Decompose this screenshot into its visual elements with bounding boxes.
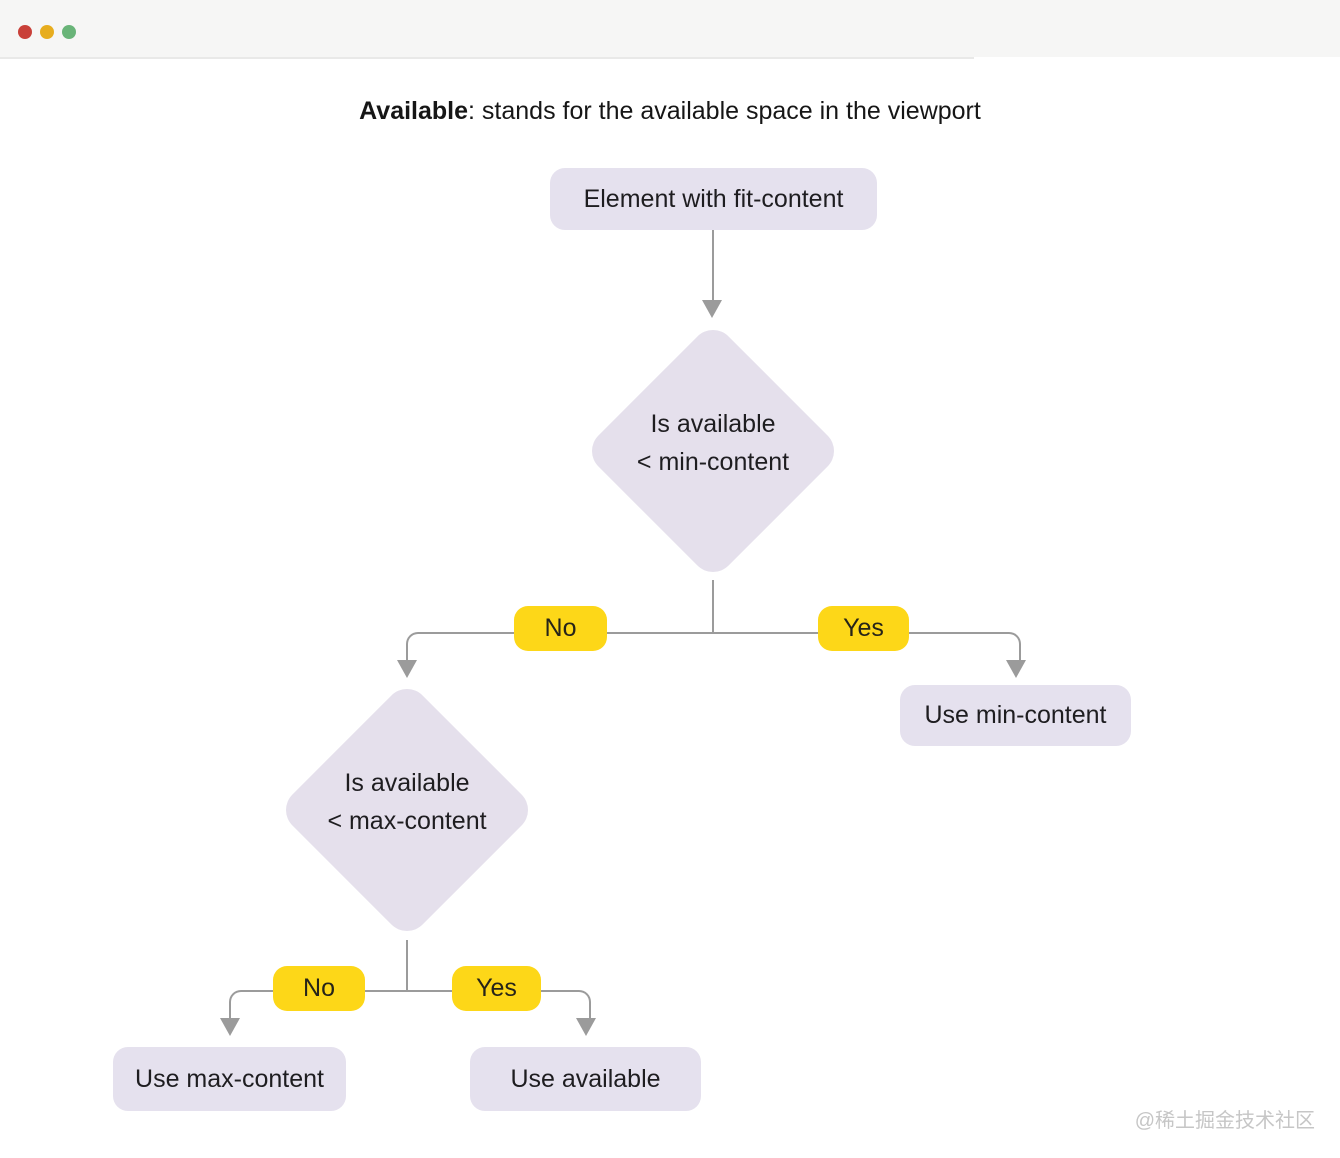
yes-label: Yes bbox=[476, 974, 517, 1002]
arrowhead-down-icon bbox=[576, 1018, 596, 1036]
decision1-text: Is available < min-content bbox=[583, 405, 843, 481]
node-use-available: Use available bbox=[470, 1047, 701, 1111]
connector-decision2-to-branch bbox=[406, 940, 408, 992]
decision2-line1: Is available bbox=[344, 769, 470, 797]
close-dot-icon[interactable] bbox=[18, 25, 32, 39]
arrowhead-down-icon bbox=[397, 660, 417, 678]
node-label: Use available bbox=[510, 1064, 661, 1093]
minimize-dot-icon[interactable] bbox=[40, 25, 54, 39]
node-label: Use min-content bbox=[924, 701, 1107, 729]
watermark: @稀土掘金技术社区 bbox=[1134, 1110, 1315, 1132]
connector-decision1-to-branch bbox=[712, 580, 714, 634]
arrowhead-down-icon bbox=[702, 300, 722, 318]
maximize-dot-icon[interactable] bbox=[62, 25, 76, 39]
node-use-max-content: Use max-content bbox=[113, 1047, 346, 1111]
page-title: Available: stands for the available spac… bbox=[0, 94, 1340, 128]
branch1-no-badge: No bbox=[514, 606, 607, 651]
no-label: No bbox=[544, 614, 577, 642]
titlebar-divider bbox=[0, 57, 974, 59]
title-definition: : stands for the available space in the … bbox=[468, 97, 981, 125]
branch2-no-badge: No bbox=[273, 966, 365, 1011]
branch-decision2 bbox=[229, 990, 591, 1020]
node-label: Use max-content bbox=[135, 1064, 324, 1093]
title-term: Available bbox=[359, 97, 469, 125]
node-label: Element with fit-content bbox=[583, 184, 844, 213]
arrowhead-down-icon bbox=[220, 1018, 240, 1036]
node-use-min-content: Use min-content bbox=[900, 685, 1131, 746]
decision1-line2: < min-content bbox=[636, 448, 790, 476]
decision1-line1: Is available bbox=[650, 410, 776, 438]
node-element-with-fit-content: Element with fit-content bbox=[550, 168, 877, 230]
branch1-yes-badge: Yes bbox=[818, 606, 909, 651]
connector-start-to-decision1 bbox=[712, 230, 714, 300]
branch2-yes-badge: Yes bbox=[452, 966, 541, 1011]
decision2-text: Is available < max-content bbox=[277, 764, 537, 840]
decision2-line2: < max-content bbox=[327, 807, 487, 835]
window-titlebar bbox=[0, 0, 1340, 57]
branch-decision1 bbox=[406, 632, 1021, 662]
yes-label: Yes bbox=[843, 614, 884, 642]
arrowhead-down-icon bbox=[1006, 660, 1026, 678]
no-label: No bbox=[303, 974, 335, 1002]
